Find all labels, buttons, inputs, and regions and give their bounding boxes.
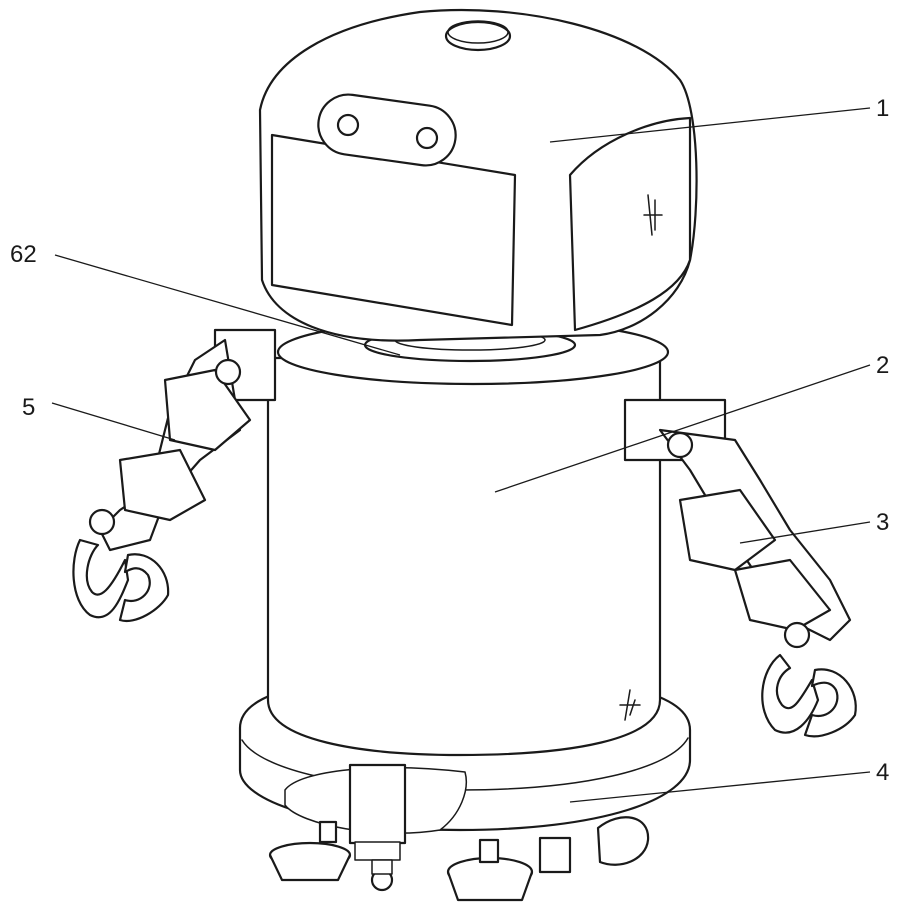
callout-right-arm: 3 — [876, 509, 889, 536]
leader-base — [569, 771, 871, 803]
robot-body — [266, 318, 670, 757]
leader-neck-joint — [54, 254, 401, 356]
callout-head: 1 — [876, 95, 889, 122]
leader-body — [494, 364, 871, 493]
callout-left-arm: 5 — [22, 394, 35, 421]
leader-left-arm — [51, 402, 176, 441]
leader-head — [549, 107, 871, 143]
callout-body: 2 — [876, 352, 889, 379]
robot-head — [258, 8, 698, 342]
callout-base: 4 — [876, 759, 889, 786]
callout-neck-joint: 62 — [10, 241, 37, 268]
robot-right-arm — [623, 398, 857, 738]
leader-right-arm — [739, 521, 871, 544]
robot-left-arm — [72, 328, 277, 623]
